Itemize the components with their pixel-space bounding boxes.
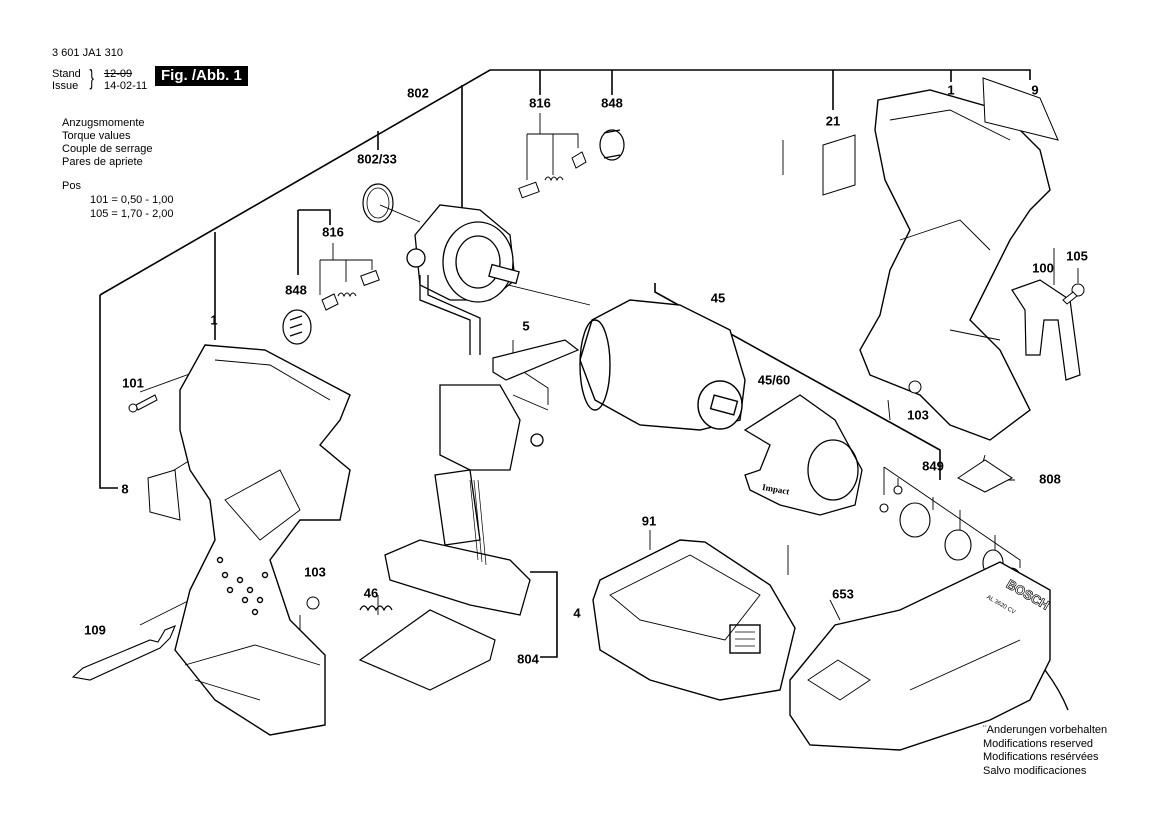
notice-en: Modifications reserved [983, 737, 1094, 750]
torque-heading-de: Anzugsmomente [62, 117, 145, 129]
callout-21: 21 [825, 113, 841, 129]
screw-105 [1062, 283, 1085, 305]
callout-8: 8 [121, 481, 129, 497]
callout-103-left: 103 [304, 564, 326, 580]
leader-main-top [99, 69, 1031, 296]
label-plate-21 [822, 134, 856, 196]
callout-816-top: 816 [529, 95, 551, 111]
nut-103-right [908, 380, 922, 394]
label-plate-8 [147, 469, 181, 521]
notice-de: ¨Anderungen vorbehalten [983, 724, 1108, 736]
callout-848-left: 848 [285, 282, 307, 298]
torque-heading-es: Pares de apriete [62, 156, 143, 168]
gear-housing-45 [579, 299, 746, 431]
callout-804: 804 [517, 651, 539, 667]
callout-849: 849 [922, 458, 944, 474]
callout-9: 9 [1031, 82, 1039, 98]
callout-808: 808 [1039, 471, 1061, 487]
electronics-module-4 [384, 384, 544, 616]
callout-45-60: 45/60 [757, 372, 791, 388]
stand-issue-labels: Stand Issue [52, 68, 81, 92]
callout-105: 105 [1066, 248, 1088, 264]
leader-45-bracket [654, 283, 941, 480]
callout-653: 653 [832, 586, 854, 602]
document-number: 3 601 JA1 310 [52, 47, 123, 59]
label-plate-9 [982, 77, 1059, 141]
battery-pack-91 [592, 539, 796, 701]
callout-1-right: 1 [947, 82, 955, 98]
callout-45: 45 [710, 290, 726, 306]
torque-row-105: 105 = 1,70 - 2,00 [90, 208, 174, 220]
modifications-notice: ¨Anderungen vorbehalten Modifications re… [983, 724, 1107, 778]
screw-101 [128, 394, 158, 413]
figure-badge: Fig. /Abb. 1 [155, 66, 248, 86]
bearing-848-left [282, 309, 312, 345]
screwdriver-bit-109 [71, 625, 177, 681]
callout-802: 802 [407, 85, 429, 101]
impact-badge: Impact [761, 482, 790, 497]
switch-lever-5 [492, 339, 580, 381]
leader-8-bracket [99, 295, 118, 489]
spring-46 [359, 605, 393, 612]
label-plate-808 [957, 459, 1013, 493]
stand-label: Stand [52, 68, 81, 80]
housing-right-1 [859, 89, 1051, 441]
callout-46: 46 [363, 585, 379, 601]
pos-label: Pos [62, 180, 81, 192]
callout-100: 100 [1032, 260, 1054, 276]
o-ring-802-33 [362, 183, 394, 223]
callout-109: 109 [84, 622, 106, 638]
notice-fr: Modifications resérvées [983, 751, 1099, 763]
callout-848-top: 848 [601, 95, 623, 111]
motor-802 [406, 204, 520, 355]
charger-653 [789, 561, 1069, 751]
stand-date-struck: 12-09 [104, 68, 133, 80]
carbon-brush-816-left [321, 269, 380, 311]
belt-clip-100 [1011, 279, 1081, 381]
brace-glyph: } [89, 65, 94, 90]
front-cover-45-60 [743, 394, 863, 516]
issue-date: 14-02-11 [104, 80, 148, 92]
torque-heading-fr: Couple de serrage [62, 143, 153, 155]
callout-5: 5 [522, 318, 530, 334]
leader-4-bracket [530, 571, 558, 658]
callout-101: 101 [122, 375, 144, 391]
contact-plate-804 [358, 609, 496, 691]
housing-left-1 [174, 344, 351, 736]
notice-es: Salvo modificaciones [983, 764, 1087, 777]
bearing-848-top [599, 129, 625, 161]
callout-4: 4 [573, 605, 581, 621]
carbon-brush-816-top [518, 151, 587, 199]
nut-103-left [306, 596, 320, 610]
callout-802-33: 802/33 [357, 151, 397, 167]
callout-1-left: 1 [210, 312, 218, 328]
leader-848-left-bracket [298, 209, 331, 225]
callout-91: 91 [641, 513, 657, 529]
issue-label: Issue [52, 80, 79, 92]
torque-headings: Anzugsmomente Torque values Couple de se… [62, 117, 153, 169]
callout-816-left: 816 [322, 224, 344, 240]
torque-row-101: 101 = 0,50 - 1,00 [90, 194, 174, 206]
torque-heading-en: Torque values [62, 130, 131, 142]
callout-103-right: 103 [907, 407, 929, 423]
